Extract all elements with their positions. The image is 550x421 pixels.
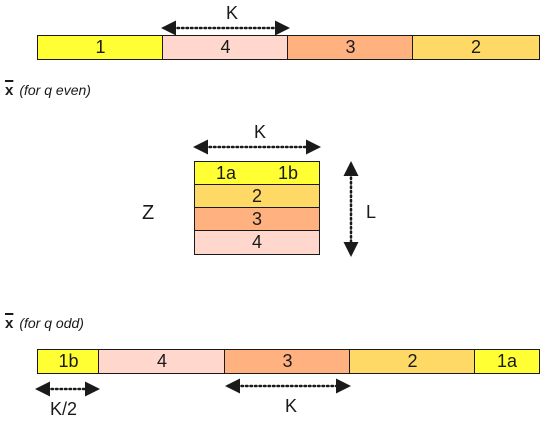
top-segment-3: 3 [287,35,414,60]
matrix-name: Z [142,202,155,224]
matrix-row-1a: 1a [215,163,237,183]
matrix-row-3: 3 [194,207,320,232]
vector-odd-symbol: x [5,315,14,332]
vector-odd-caption: x (for q odd) [5,315,84,332]
matrix-l-label: L [366,202,377,222]
top-segment-1: 1 [37,35,164,60]
matrix-row-2: 2 [194,184,320,209]
bottom-segment-1b: 1b [37,349,100,374]
vector-odd-note: (for q odd) [19,315,84,331]
top-segment-2: 2 [412,35,540,60]
matrix-row-4: 4 [194,230,320,255]
bottom-segment-1a: 1a [474,349,540,374]
vector-even-caption: x (for q even) [5,82,91,99]
top-segment-4: 4 [162,35,289,60]
matrix-k-label: K [254,122,267,142]
bottom-segment-4: 4 [98,349,226,374]
bottom-segment-2: 2 [349,349,476,374]
matrix-row-1b: 1b [277,163,299,183]
top-k-label: K [226,3,239,23]
bottom-half-k-label: K/2 [50,399,78,419]
vector-even-symbol: x [5,82,14,99]
matrix-row-1: 1a 1b [194,161,320,186]
vector-even-note: (for q even) [19,82,91,98]
bottom-k-label: K [285,396,298,416]
bottom-segment-3: 3 [224,349,351,374]
